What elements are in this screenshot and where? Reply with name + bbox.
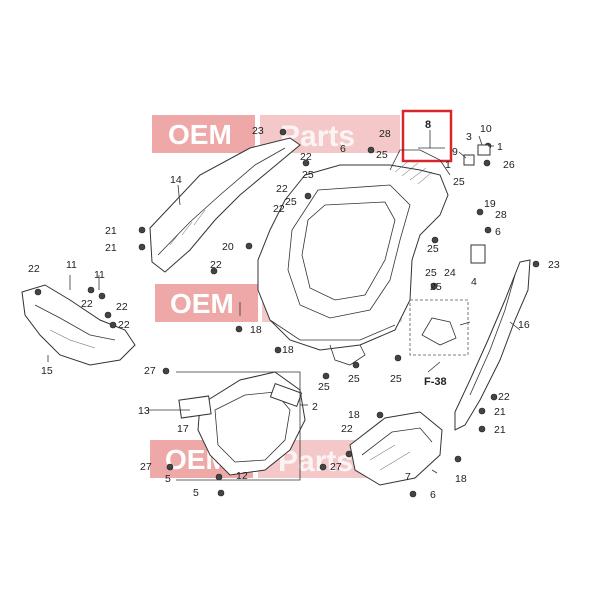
callout-6a: 6 xyxy=(495,226,501,238)
highlight-box-part-8 xyxy=(401,109,453,163)
section-ref-label: F-38 xyxy=(424,376,447,388)
callout-22g: 22 xyxy=(81,298,93,310)
callout-1a: 1 xyxy=(497,141,503,153)
callout-21d: 21 xyxy=(105,242,117,254)
callout-25a: 25 xyxy=(453,176,465,188)
svg-text:OEM: OEM xyxy=(170,288,234,319)
callout-20: 20 xyxy=(222,241,234,253)
callout-25i: 25 xyxy=(318,381,330,393)
callout-2: 2 xyxy=(312,401,318,413)
callout-6c: 6 xyxy=(430,489,436,501)
callout-25d: 25 xyxy=(430,281,442,293)
callout-15: 15 xyxy=(41,365,53,377)
callout-8: 8 xyxy=(425,119,431,131)
right-rail-part-16 xyxy=(454,259,531,431)
side-rail-part-14 xyxy=(149,137,301,273)
callout-27b: 27 xyxy=(140,461,152,473)
callout-27c: 27 xyxy=(330,461,342,473)
callout-21a: 21 xyxy=(494,406,506,418)
watermark-top: OEM Parts xyxy=(152,115,400,153)
callout-18b: 18 xyxy=(282,344,294,356)
callout-25j: 25 xyxy=(348,373,360,385)
callout-26: 26 xyxy=(503,159,515,171)
callout-22b: 22 xyxy=(300,151,312,163)
undercover-part-2 xyxy=(178,371,306,476)
callout-labels: 8 9 10 3 1 1 26 25 19 28 6 25 24 25 4 25… xyxy=(28,119,560,501)
callout-5a: 5 xyxy=(165,473,171,485)
callout-18a: 18 xyxy=(250,324,262,336)
callout-10: 10 xyxy=(480,123,492,135)
callout-25c: 25 xyxy=(425,267,437,279)
callout-22a: 22 xyxy=(498,391,510,403)
callout-14: 14 xyxy=(170,174,182,186)
callout-22d: 22 xyxy=(273,203,285,215)
callout-12: 12 xyxy=(236,470,248,482)
callout-19: 19 xyxy=(484,198,496,210)
callout-4: 4 xyxy=(471,276,477,288)
callout-18d: 18 xyxy=(455,473,467,485)
callout-5b: 5 xyxy=(193,487,199,499)
callout-22j: 22 xyxy=(341,423,353,435)
callout-22e: 22 xyxy=(210,259,222,271)
callout-25b: 25 xyxy=(427,243,439,255)
svg-text:OEM: OEM xyxy=(168,119,232,150)
callout-23b: 23 xyxy=(252,125,264,137)
callout-13: 13 xyxy=(138,405,150,417)
callout-16: 16 xyxy=(518,319,530,331)
callout-9: 9 xyxy=(452,146,458,158)
svg-text:Parts: Parts xyxy=(278,445,353,478)
callout-17: 17 xyxy=(177,423,189,435)
callout-21b: 21 xyxy=(494,424,506,436)
inner-cover-part-7 xyxy=(349,411,443,486)
callout-22h: 22 xyxy=(116,301,128,313)
lower-cover-part-15 xyxy=(21,284,136,366)
callout-22c: 22 xyxy=(276,183,288,195)
callout-21c: 21 xyxy=(105,225,117,237)
callout-27a: 27 xyxy=(144,365,156,377)
luggage-box-part xyxy=(257,149,451,366)
callout-25e: 25 xyxy=(390,373,402,385)
callout-25f: 25 xyxy=(376,149,388,161)
callout-22i: 22 xyxy=(118,319,130,331)
callout-23a: 23 xyxy=(548,259,560,271)
callout-3: 3 xyxy=(466,131,472,143)
callout-6b: 6 xyxy=(340,143,346,155)
callout-22f: 22 xyxy=(28,263,40,275)
callout-25g: 25 xyxy=(302,169,314,181)
leader-lines xyxy=(47,130,521,481)
callout-1b: 1 xyxy=(445,159,451,171)
fasteners xyxy=(34,128,540,498)
callout-28a: 28 xyxy=(495,209,507,221)
callout-7: 7 xyxy=(405,471,411,483)
callout-11a: 11 xyxy=(66,259,77,271)
callout-24: 24 xyxy=(444,267,456,279)
callout-11b: 11 xyxy=(94,269,105,281)
detail-inset: F-38 xyxy=(409,299,469,388)
callout-25h: 25 xyxy=(285,196,297,208)
callout-28b: 28 xyxy=(379,128,391,140)
callout-18c: 18 xyxy=(348,409,360,421)
